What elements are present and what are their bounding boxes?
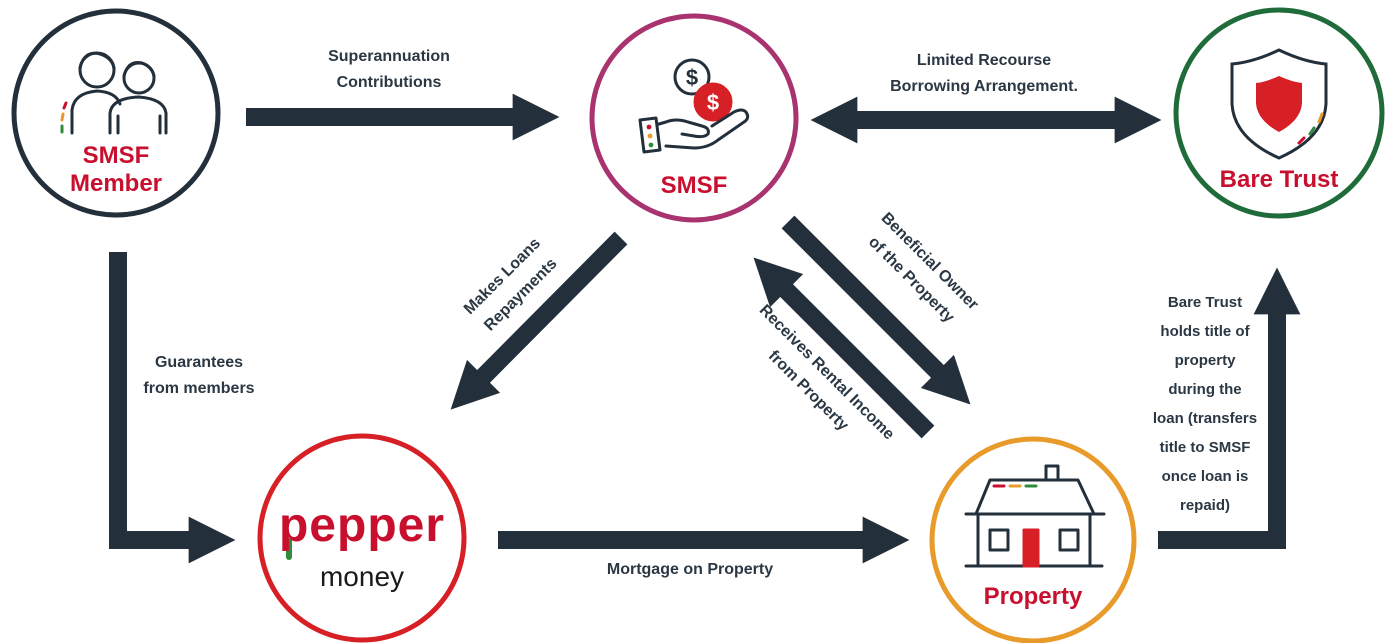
svg-text:$: $ xyxy=(707,90,719,115)
arrow-property-to-smsf xyxy=(753,257,935,439)
property-label: Property xyxy=(983,583,1083,610)
arrow-property-to-bare-trust xyxy=(1158,267,1301,549)
smsf-circle xyxy=(589,13,799,223)
arrow-smsf-to-pepper xyxy=(450,231,628,410)
bare-trust-label: Bare Trust xyxy=(1219,166,1339,193)
arrow-smsf-to-property xyxy=(781,215,971,405)
bare-trust-holds-label: Bare Trust holds title of property durin… xyxy=(1152,294,1258,514)
pepper-brand-text: pepper xyxy=(278,499,446,552)
pepper-circle xyxy=(257,433,467,643)
guarantees-label: Guarantees from members xyxy=(143,354,255,397)
mortgage-label: Mortgage on Property xyxy=(606,561,774,578)
arrow-member-to-pepper xyxy=(109,252,236,564)
svg-text:$: $ xyxy=(686,65,698,90)
smsf-member-label: SMSF Member xyxy=(69,142,163,197)
shield-icon xyxy=(1230,48,1328,160)
smsf-member-circle xyxy=(11,8,221,218)
money-brand-text: money xyxy=(319,561,405,592)
people-icon xyxy=(60,51,168,135)
smsf-label: SMSF xyxy=(660,172,728,199)
hand-coins-icon: $ $ xyxy=(638,58,750,154)
superannuation-contributions-label: Superannuation Contributions xyxy=(328,48,450,91)
lrba-label: Limited Recourse Borrowing Arrangement. xyxy=(890,52,1078,95)
house-icon xyxy=(964,464,1106,568)
